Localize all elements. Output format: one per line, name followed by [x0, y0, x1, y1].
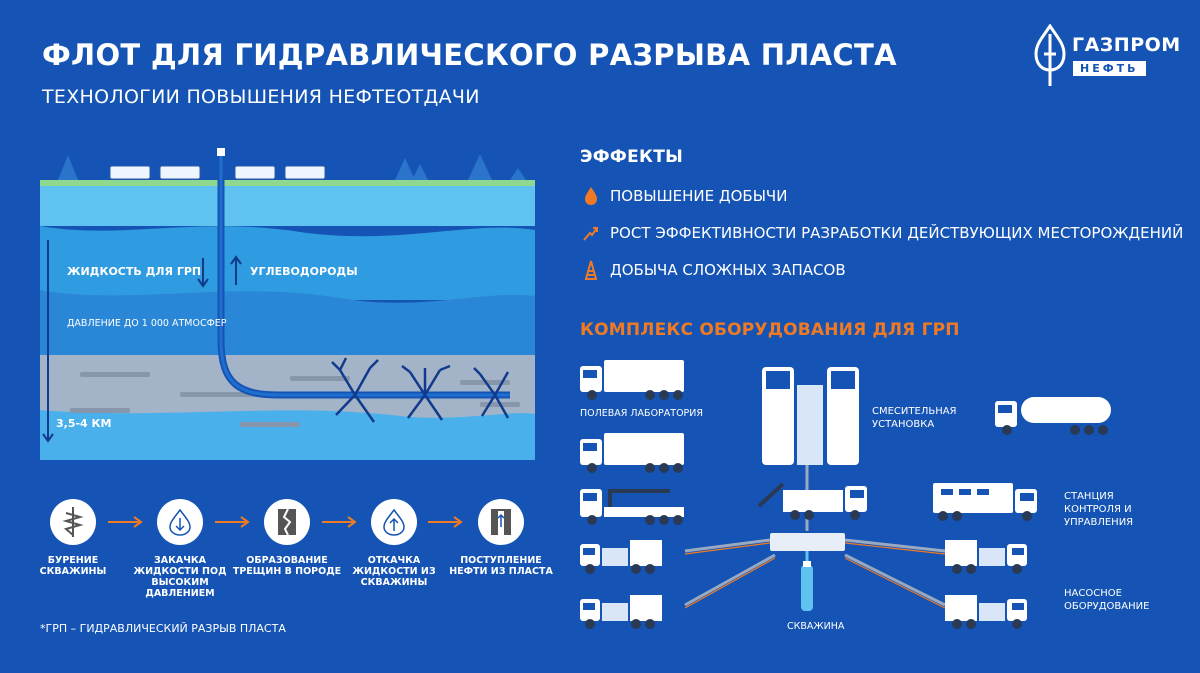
drill-icon — [62, 507, 84, 537]
pressure-label: ДАВЛЕНИЕ ДО 1 000 АТМОСФЕР — [67, 318, 227, 329]
process-arrows — [108, 516, 463, 528]
tanker-truck — [995, 397, 1111, 435]
crack-icon — [278, 508, 296, 536]
logo-main-text: ГАЗПРОМ — [1072, 34, 1181, 56]
step-label-fracture: ОБРАЗОВАНИЕ ТРЕЩИН В ПОРОДЕ — [232, 555, 342, 577]
geology-diagram: ЖИДКОСТЬ ДЛЯ ГРП УГЛЕВОДОРОДЫ ДАВЛЕНИЕ Д… — [40, 140, 540, 470]
arrow-up-icon — [383, 508, 405, 536]
complex-heading: КОМПЛЕКС ОБОРУДОВАНИЯ ДЛЯ ГРП — [580, 320, 960, 340]
label-control-station: СТАНЦИЯ КОНТРОЛЯ И УПРАВЛЕНИЯ — [1064, 491, 1134, 528]
blender-truck — [757, 482, 867, 520]
oil-rig-icon — [580, 259, 602, 281]
label-mixing-unit: СМЕСИТЕЛЬНАЯ УСТАНОВКА — [872, 406, 957, 430]
step-label-injection: ЗАКАЧКА ЖИДКОСТИ ПОД ВЫСОКИМ ДАВЛЕНИЕМ — [133, 555, 227, 599]
fluid-label: ЖИДКОСТЬ ДЛЯ ГРП — [67, 265, 202, 278]
step-oil-inflow — [478, 499, 524, 545]
effect-item-production: ПОВЫШЕНИЕ ДОБЫЧИ — [580, 185, 787, 207]
step-label-pumpout: ОТКАЧКА ЖИДКОСТИ ИЗ СКВАЖИНЫ — [352, 555, 436, 588]
growth-arrow-icon — [580, 222, 602, 244]
step-injection — [157, 499, 203, 545]
effect-label: РОСТ ЭФФЕКТИВНОСТИ РАЗРАБОТКИ ДЕЙСТВУЮЩИ… — [610, 224, 1184, 242]
step-pumpout — [371, 499, 417, 545]
effect-item-reserves: ДОБЫЧА СЛОЖНЫХ ЗАПАСОВ — [580, 259, 846, 281]
mixing-unit — [762, 367, 859, 465]
oil-drop-icon — [580, 185, 602, 207]
arrow-down-icon — [169, 508, 191, 536]
effect-label: ПОВЫШЕНИЕ ДОБЫЧИ — [610, 187, 788, 205]
depth-label: 3,5-4 КМ — [56, 417, 112, 430]
effect-label: ДОБЫЧА СЛОЖНЫХ ЗАПАСОВ — [610, 261, 846, 279]
effects-heading: ЭФФЕКТЫ — [580, 147, 684, 167]
step-label-oil-inflow: ПОСТУПЛЕНИЕ НЕФТИ ИЗ ПЛАСТА — [449, 555, 553, 577]
label-field-lab: ПОЛЕВАЯ ЛАБОРАТОРИЯ — [580, 408, 703, 419]
page-subtitle: ТЕХНОЛОГИИ ПОВЫШЕНИЯ НЕФТЕОТДАЧИ — [42, 86, 480, 108]
hydrocarbons-label: УГЛЕВОДОРОДЫ — [250, 265, 358, 278]
label-pumping: НАСОСНОЕ ОБОРУДОВАНИЕ — [1064, 588, 1150, 612]
equipment-diagram — [580, 360, 1111, 629]
effect-item-efficiency: РОСТ ЭФФЕКТИВНОСТИ РАЗРАБОТКИ ДЕЙСТВУЮЩИ… — [580, 222, 1183, 244]
crane-truck — [580, 489, 684, 525]
geology-cross-section — [40, 148, 535, 460]
process-steps: БУРЕНИЕ СКВАЖИНЫ ЗАКАЧКА ЖИДКОСТИ ПОД ВЫ… — [40, 497, 560, 599]
page-title: ФЛОТ ДЛЯ ГИДРАВЛИЧЕСКОГО РАЗРЫВА ПЛАСТА — [42, 38, 897, 72]
oil-flow-icon — [491, 509, 511, 535]
control-station-truck — [933, 483, 1037, 521]
step-label-drill: БУРЕНИЕ СКВАЖИНЫ — [39, 555, 107, 577]
step-fracture — [264, 499, 310, 545]
label-well: СКВАЖИНА — [787, 621, 845, 632]
well-icon — [801, 561, 813, 611]
company-logo: ГАЗПРОМ НЕФТЬ — [1030, 20, 1180, 92]
gazprom-flame-icon — [1034, 24, 1066, 86]
footnote: *ГРП – ГИДРАВЛИЧЕСКИЙ РАЗРЫВ ПЛАСТА — [40, 622, 286, 635]
step-drill — [50, 499, 96, 545]
logo-sub-text: НЕФТЬ — [1073, 61, 1146, 76]
